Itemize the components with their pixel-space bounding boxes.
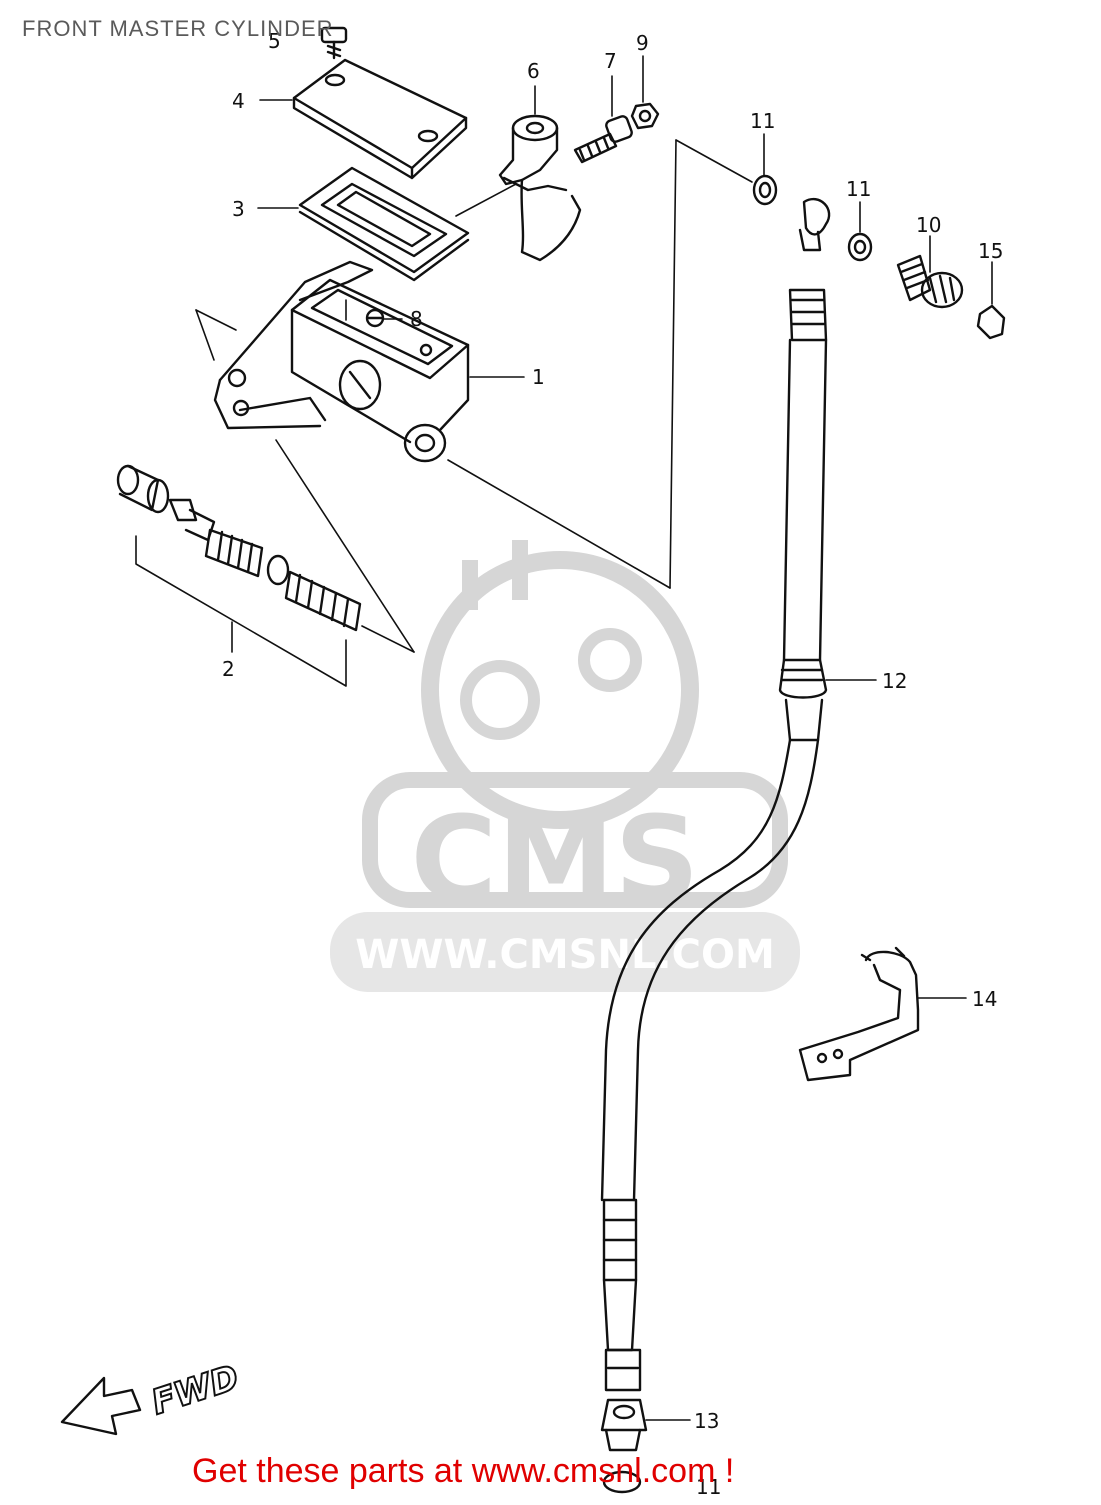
cap-part-15 (976, 304, 1006, 340)
callout-13: 13 (694, 1409, 719, 1433)
leader-lines (231, 55, 993, 1421)
forward-arrow-icon (60, 1376, 142, 1436)
callout-5: 5 (268, 29, 281, 53)
diaphragm-part-3 (298, 166, 470, 282)
callout-11a: 11 (750, 109, 775, 133)
callout-2: 2 (222, 657, 235, 681)
callout-6: 6 (527, 59, 540, 83)
piston-set-part-2 (116, 464, 362, 632)
guide-lines (135, 139, 753, 687)
callout-4: 4 (232, 89, 245, 113)
bracket-part-14 (798, 946, 920, 1082)
callout-labels: 1 2 3 4 5 6 7 8 9 10 11 11 11 12 13 14 1… (222, 29, 1003, 1499)
screw-part-5 (320, 26, 348, 60)
direction-label: FWD (147, 1358, 244, 1424)
brake-hose-part-12 (600, 198, 831, 1392)
washer-part-11a (752, 174, 778, 206)
fitting-part-13 (600, 1398, 648, 1452)
callout-14: 14 (972, 987, 997, 1011)
footer-link[interactable]: Get these parts at www.cmsnl.com ! (192, 1452, 735, 1490)
callout-11b: 11 (846, 177, 871, 201)
watermark: CMS WWW.CMSNL.COM (330, 540, 800, 992)
watermark-brand: CMS (410, 790, 699, 928)
nut-part-9 (630, 102, 660, 130)
callout-9: 9 (636, 31, 649, 55)
callout-10: 10 (916, 213, 941, 237)
callout-3: 3 (232, 197, 245, 221)
callout-12: 12 (882, 669, 907, 693)
master-cylinder-body-part-1 (213, 260, 470, 463)
callout-15: 15 (978, 239, 1003, 263)
bolt-part-7 (573, 115, 633, 164)
union-bolt-part-10 (896, 254, 964, 309)
watermark-mascot-icon (421, 551, 699, 829)
callout-8: 8 (410, 307, 423, 331)
callout-7: 7 (604, 49, 617, 73)
washer-part-11b (847, 232, 873, 262)
callout-1: 1 (532, 365, 545, 389)
callout-11c: 11 (696, 1475, 721, 1499)
screw-part-8 (365, 308, 385, 328)
reservoir-cap-part-4 (292, 58, 468, 180)
diagram-title: FRONT MASTER CYLINDER (22, 16, 334, 41)
lever-holder-part-6 (498, 114, 582, 262)
watermark-url: WWW.CMSNL.COM (355, 932, 775, 978)
washer-part-11c (602, 1470, 642, 1494)
